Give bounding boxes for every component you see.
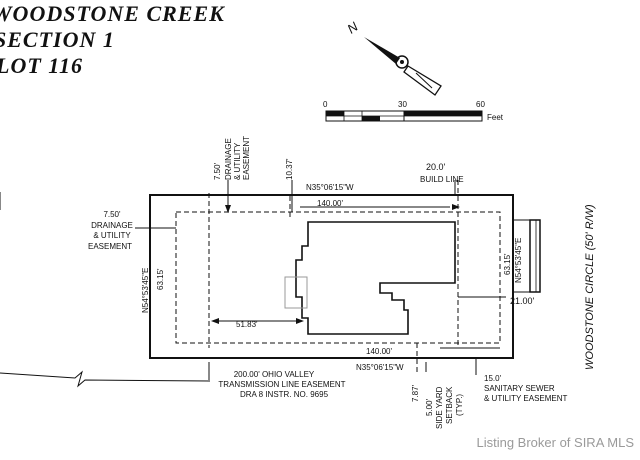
scale-tick-60: 60	[476, 100, 485, 109]
left-drainage-label: 7.50' DRAINAGE & UTILITY EASEMENT	[88, 210, 133, 251]
scale-unit: Feet	[487, 113, 504, 122]
north-arrow-tail	[403, 65, 442, 96]
dist-left: 63.15'	[156, 268, 165, 290]
bearing-bottom: N35°06'15"W	[356, 363, 404, 372]
drainage-left-width: 7.50'	[103, 210, 121, 219]
scale-bar: 0 30 60 Feet	[323, 100, 504, 122]
setback-top-label: 10.37'	[285, 158, 294, 180]
lot-label: LOT 116	[0, 53, 84, 78]
sanitary-value: 15.0'	[484, 374, 502, 383]
side-yard-line1: 5.00'	[425, 398, 434, 416]
ohio-line1: 200.00' OHIO VALLEY	[234, 370, 315, 379]
subdivision-name: WOODSTONE CREEK	[0, 1, 225, 26]
bearing-top: N35°06'15"W	[306, 183, 354, 192]
drainage-top-line2: & UTILITY	[233, 142, 242, 180]
listing-broker-watermark: Listing Broker of SIRA MLS	[476, 435, 634, 450]
ohio-line3: DRA 8 INSTR. NO. 9695	[240, 390, 329, 399]
drainage-top-line3: EASEMENT	[242, 136, 251, 180]
side-yard-label: 7.87' 5.00' SIDE YARD SETBACK (TYP.)	[411, 384, 464, 429]
street-label: WOODSTONE CIRCLE (50' R/W)	[584, 204, 596, 370]
north-label: N	[344, 19, 361, 37]
top-drainage-label: 7.50' DRAINAGE & UTILITY EASEMENT	[213, 136, 251, 180]
easement-lines	[175, 180, 501, 372]
house-footprint	[295, 221, 456, 335]
bearing-left: N54°53'45"E	[141, 268, 150, 313]
scale-tick-30: 30	[398, 100, 407, 109]
lot-boundary	[149, 194, 514, 359]
drainage-left-line2: & UTILITY	[93, 231, 131, 240]
dimension-lines	[135, 180, 506, 380]
dist-right: 63.15'	[503, 253, 512, 275]
right-setback: 21.00'	[510, 296, 535, 306]
transmission-line	[0, 370, 211, 388]
bearing-right: N54°53'45"E	[514, 238, 523, 283]
sanitary-line2: & UTILITY EASEMENT	[484, 394, 568, 403]
north-arrow: N	[344, 19, 442, 96]
left-setback: 51.83'	[236, 320, 258, 329]
north-arrow-head	[364, 37, 400, 64]
scale-tick-0: 0	[323, 100, 328, 109]
drainage-top-width: 7.50'	[213, 162, 222, 180]
side-yard-line3: SETBACK	[445, 386, 454, 424]
garage-pad	[284, 276, 308, 309]
sanitary-line1: SANITARY SEWER	[484, 384, 555, 393]
drainage-left-line1: DRAINAGE	[91, 221, 133, 230]
drainage-top-line1: DRAINAGE	[224, 138, 233, 180]
side-yard-line2: SIDE YARD	[435, 386, 444, 429]
side-yard-value: 7.87'	[411, 384, 420, 402]
side-yard-line4: (TYP.)	[455, 394, 464, 416]
section-label: SECTION 1	[0, 27, 115, 52]
dist-top: 140.00'	[317, 199, 343, 208]
north-arrow-compass	[395, 55, 409, 69]
drainage-left-line3: EASEMENT	[88, 242, 132, 251]
street-edge	[529, 219, 541, 293]
dist-bottom: 140.00'	[366, 347, 392, 356]
build-line-label: BUILD LINE	[420, 175, 464, 184]
ohio-line2: TRANSMISSION LINE EASEMENT	[218, 380, 345, 389]
build-line-value: 20.0'	[426, 162, 446, 172]
ohio-valley-label: 200.00' OHIO VALLEY TRANSMISSION LINE EA…	[218, 370, 345, 399]
